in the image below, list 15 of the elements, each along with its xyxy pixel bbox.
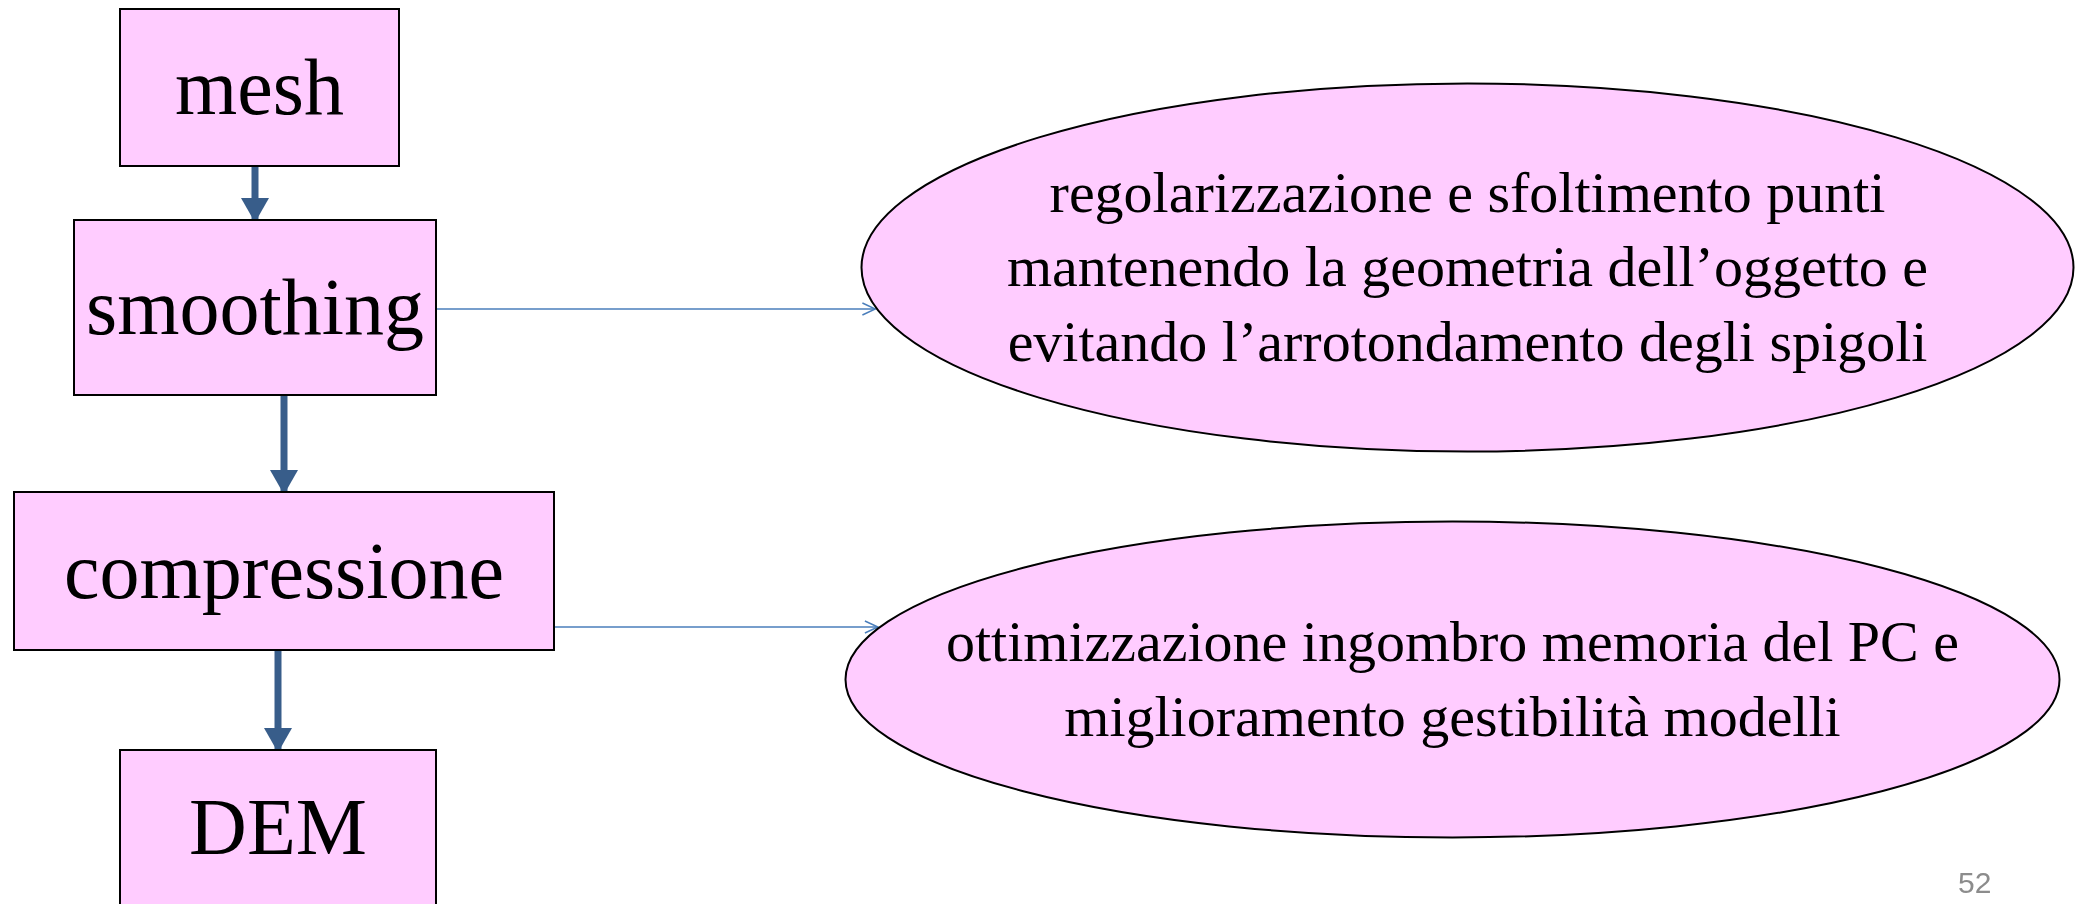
process-box: [13, 491, 555, 651]
node-text: mesh: [175, 42, 344, 133]
arrow: [436, 302, 877, 316]
arrow: [554, 620, 879, 634]
node-text: smoothing: [86, 262, 424, 353]
process-box: [119, 8, 400, 167]
node-text: ottimizzazione ingombro memoria del PC e miglioramento gestibilità modelli: [944, 608, 1961, 751]
page-number: 52: [1958, 866, 1992, 900]
node-text: DEM: [189, 782, 367, 873]
description-ellipse: [860, 82, 2075, 453]
description-ellipse: [844, 520, 2061, 839]
process-box: [119, 749, 437, 904]
node-text: regolarizzazione e sfoltimento punti mantenendo la geometria dell’oggetto e evitando l’arrotondamento degli spigoli: [1005, 159, 1930, 376]
node-text: compressione: [64, 525, 504, 617]
process-box: [73, 219, 437, 396]
